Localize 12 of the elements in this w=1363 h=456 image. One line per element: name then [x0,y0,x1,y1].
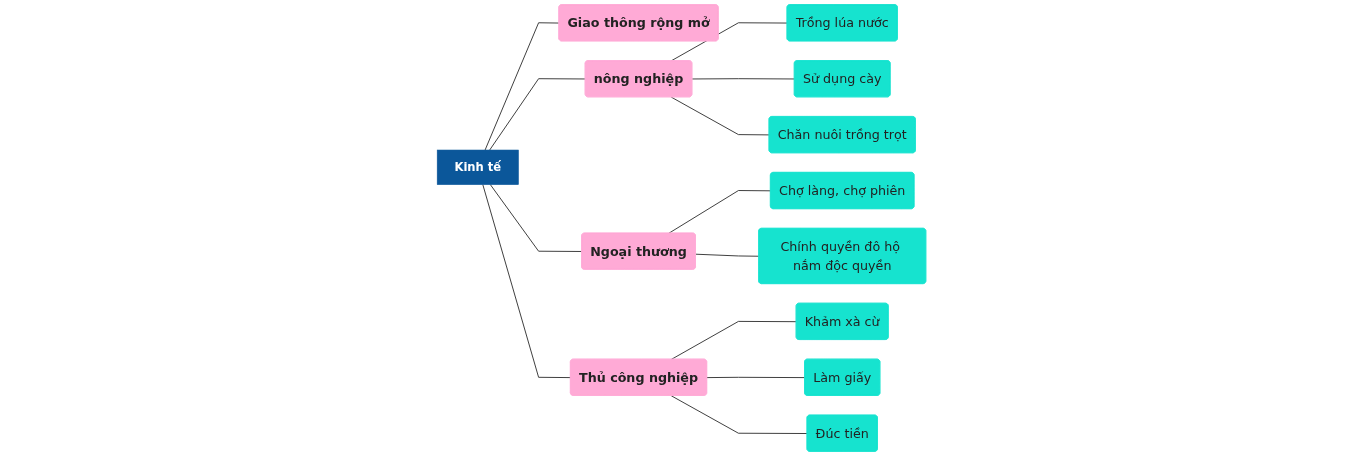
connector [670,96,770,136]
connector [706,376,806,379]
connector [668,190,772,234]
connector [670,320,797,360]
connector [670,395,808,434]
connector [489,184,583,252]
connector [482,184,572,379]
connector [484,22,560,151]
connector [695,253,760,257]
connector [489,78,586,151]
node-box: Kinh tế [436,149,519,185]
connector [691,78,795,80]
